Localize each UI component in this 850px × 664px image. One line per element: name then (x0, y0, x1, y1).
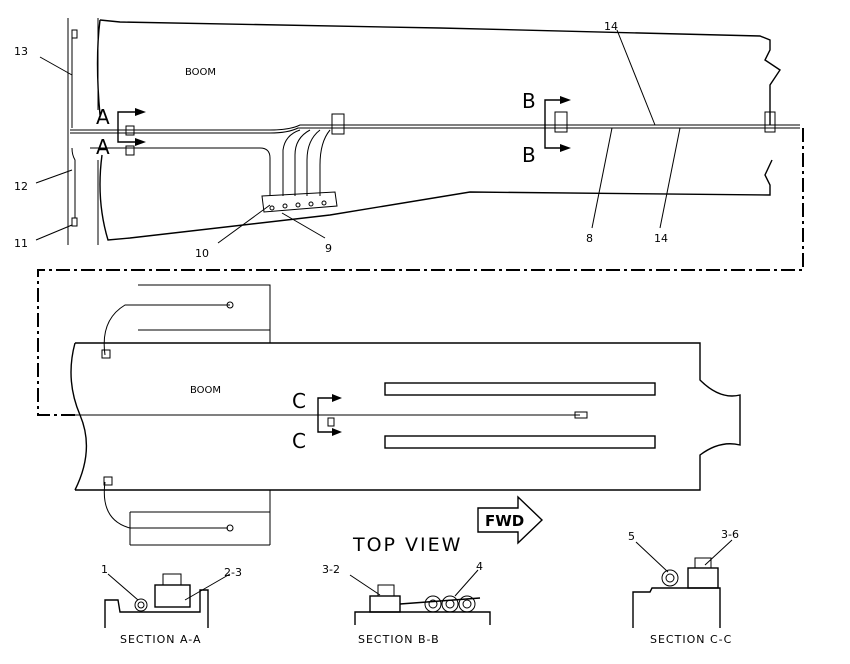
callout-13: 13 (14, 45, 28, 58)
section-b-caption: SECTION B-B (358, 633, 440, 646)
callout-2-3: 2-3 (224, 566, 242, 579)
section-c-marker-bottom: C (292, 429, 306, 453)
section-b-marker-bottom: B (522, 143, 536, 167)
callout-4: 4 (476, 560, 483, 573)
callout-14-top: 14 (604, 20, 618, 33)
callout-3-2: 3-2 (322, 563, 340, 576)
fwd-label: FWD (485, 512, 524, 530)
leader-lines (35, 29, 733, 601)
section-a-marker-bottom: A (96, 135, 110, 159)
section-c-marker-top: C (292, 389, 306, 413)
section-b-drawing (354, 584, 491, 625)
boom-label-lower: BOOM (190, 385, 221, 396)
fwd-arrow (477, 495, 544, 545)
callout-14-bottom: 14 (654, 232, 668, 245)
section-b-marker-top: B (522, 89, 536, 113)
callout-8: 8 (586, 232, 593, 245)
boom-label-upper: BOOM (185, 67, 216, 78)
hose-routing-path (37, 128, 804, 416)
callout-12: 12 (14, 180, 28, 193)
lower-boom-view (70, 284, 741, 546)
upper-boom-view (67, 18, 800, 245)
section-a-marker-top: A (96, 105, 110, 129)
callout-9: 9 (325, 242, 332, 255)
top-view-title: TOP VIEW (352, 534, 462, 556)
callout-5: 5 (628, 530, 635, 543)
section-a-caption: SECTION A-A (120, 633, 202, 646)
callout-3-6: 3-6 (721, 528, 739, 541)
section-a-drawing (104, 573, 209, 628)
callout-11: 11 (14, 237, 28, 250)
section-c-drawing (632, 557, 721, 628)
callout-10: 10 (195, 247, 209, 260)
callout-1: 1 (101, 563, 108, 576)
section-c-caption: SECTION C-C (650, 633, 732, 646)
